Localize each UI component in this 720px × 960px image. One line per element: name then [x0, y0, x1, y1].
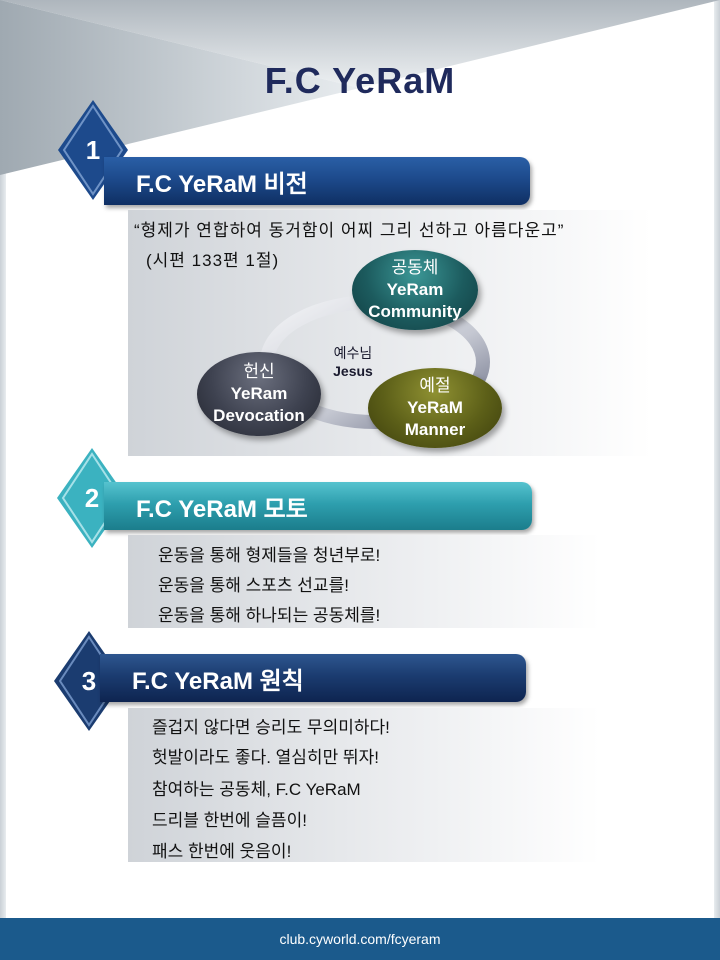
- principle-line-4: 드리블 한번에 슬픔이!: [152, 811, 307, 830]
- right-frame: [714, 0, 720, 918]
- principle-line-5: 패스 한번에 웃음이!: [152, 842, 292, 861]
- principle-line-3: 참여하는 공동체, F.C YeRaM: [152, 780, 361, 799]
- section-1-number: 1: [85, 134, 101, 165]
- section-3-heading: F.C YeRaM 원칙: [132, 667, 304, 695]
- section-2-heading: F.C YeRaM 모토: [136, 495, 308, 523]
- page-title: F.C YeRaM: [264, 60, 456, 101]
- section-3-number: 3: [81, 665, 97, 696]
- section-1-banner: F.C YeRaM 비전: [104, 157, 530, 205]
- devocation-en2: Devocation: [213, 406, 305, 425]
- motto-line-2: 운동을 통해 스포츠 선교를!: [158, 576, 349, 595]
- section-1-heading: F.C YeRaM 비전: [136, 170, 308, 198]
- manner-circle: 예절 YeRaM Manner: [368, 368, 502, 448]
- section-2-number: 2: [84, 482, 100, 513]
- footer-bar: club.cyworld.com/fcyeram: [0, 918, 720, 960]
- motto-panel: [128, 535, 600, 628]
- vision-quote-source: (시편 133편 1절): [146, 251, 280, 270]
- manner-en2: Manner: [404, 420, 466, 439]
- principle-line-2: 헛발이라도 좋다. 열심히만 뛰자!: [152, 748, 379, 767]
- section-2-banner: F.C YeRaM 모토: [104, 482, 532, 530]
- vision-center-ko: 예수님: [333, 345, 373, 361]
- devocation-circle: 헌신 YeRam Devocation: [197, 352, 321, 436]
- devocation-en1: YeRam: [230, 384, 288, 403]
- motto-line-1: 운동을 통해 형제들을 청년부로!: [158, 546, 381, 565]
- community-ko: 공동체: [391, 258, 439, 277]
- community-en2: Community: [368, 302, 462, 321]
- community-en1: YeRam: [386, 280, 444, 299]
- footer-url[interactable]: club.cyworld.com/fcyeram: [279, 931, 441, 947]
- community-circle: 공동체 YeRam Community: [352, 250, 478, 330]
- vision-center: 예수님 Jesus: [318, 344, 388, 380]
- principle-line-1: 즐겁지 않다면 승리도 무의미하다!: [152, 718, 390, 737]
- vision-center-en: Jesus: [333, 363, 373, 379]
- motto-line-3: 운동을 통해 하나되는 공동체를!: [158, 606, 381, 625]
- section-3-banner: F.C YeRaM 원칙: [100, 654, 526, 702]
- principles-panel: [128, 708, 600, 862]
- vision-quote: “형제가 연합하여 동거함이 어찌 그리 선하고 아름다운고”: [134, 221, 565, 240]
- left-frame: [0, 0, 6, 918]
- manner-ko: 예절: [419, 376, 451, 395]
- devocation-ko: 헌신: [243, 362, 275, 381]
- manner-en1: YeRaM: [407, 398, 463, 417]
